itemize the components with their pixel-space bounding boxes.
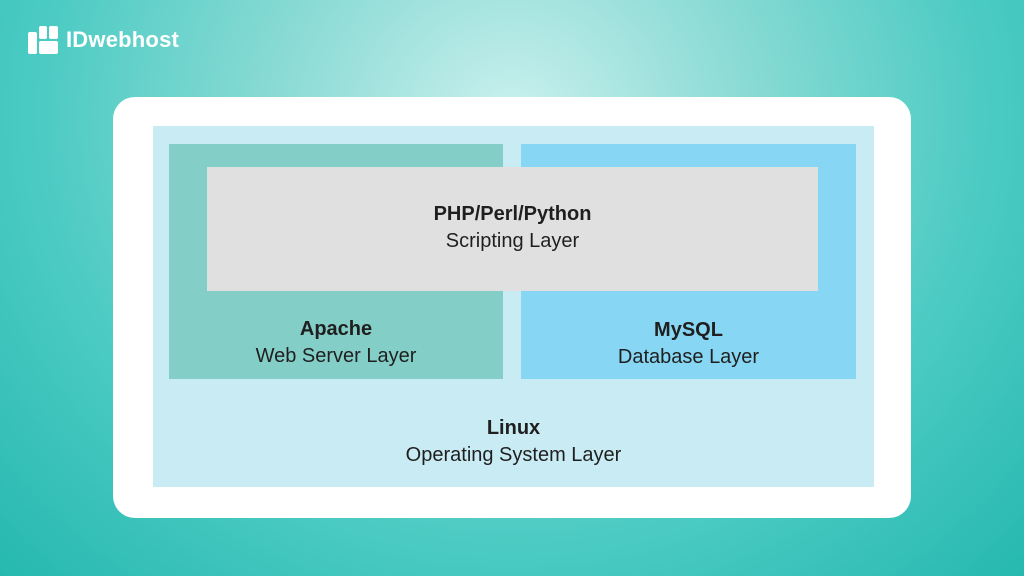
database-layer-title: MySQL: [654, 319, 723, 341]
os-layer-title: Linux: [486, 417, 541, 439]
database-layer-subtitle: Database Layer: [617, 346, 760, 368]
web-server-layer-title: Apache: [299, 318, 373, 340]
database-layer-label: MySQL Database Layer: [521, 317, 856, 371]
brand-logo: IDwebhost: [28, 26, 179, 54]
os-layer-label: Linux Operating System Layer: [153, 415, 874, 469]
os-layer-subtitle: Operating System Layer: [405, 444, 622, 466]
scripting-layer-label: PHP/Perl/Python Scripting Layer: [207, 201, 818, 255]
idwebhost-logo-icon: [28, 26, 58, 54]
web-server-layer-subtitle: Web Server Layer: [255, 345, 417, 367]
web-server-layer-label: Apache Web Server Layer: [169, 316, 503, 370]
brand-name: IDwebhost: [66, 27, 180, 52]
scripting-layer-subtitle: Scripting Layer: [445, 230, 580, 252]
scripting-layer-title: PHP/Perl/Python: [433, 203, 592, 225]
scripting-layer-box: [207, 167, 818, 291]
